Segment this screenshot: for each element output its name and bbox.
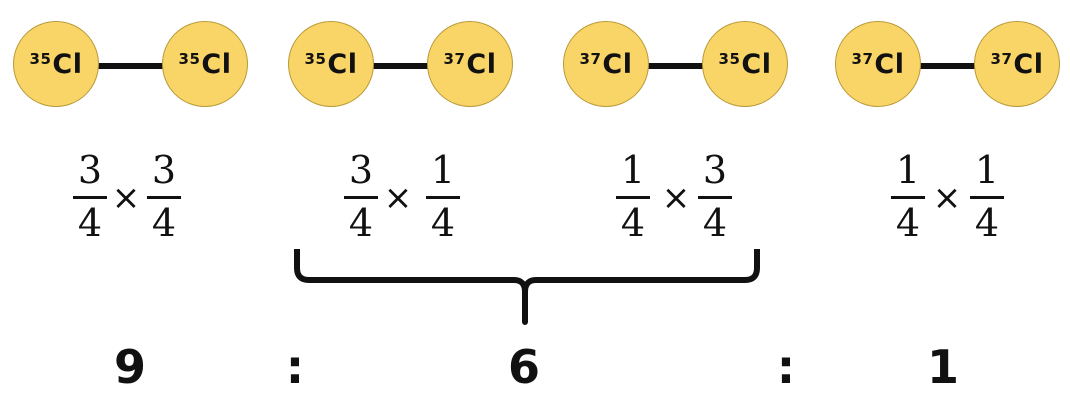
times-sign: × (383, 178, 413, 218)
ratio-first: 9 (113, 340, 146, 394)
mass-number: 37 (990, 49, 1013, 68)
element-symbol: Cl (1013, 48, 1044, 80)
fraction-bar (147, 196, 181, 199)
numerator: 1 (974, 148, 1000, 192)
atom-left: 37Cl (563, 21, 649, 107)
atom-left: 35Cl (288, 21, 374, 107)
atom-left: 37Cl (835, 21, 921, 107)
mass-number: 37 (579, 49, 602, 68)
atom-left: 35Cl (13, 21, 99, 107)
numerator: 3 (348, 148, 374, 192)
fraction-bar (891, 196, 925, 199)
mass-number: 35 (178, 49, 201, 68)
element-symbol: Cl (52, 48, 83, 80)
bond (365, 63, 455, 69)
mass-number: 37 (443, 49, 466, 68)
ratio-separator: : (776, 340, 796, 394)
denominator: 4 (895, 200, 921, 245)
denominator: 4 (77, 200, 103, 245)
fraction-bar (426, 196, 460, 199)
numerator: 1 (895, 148, 921, 192)
atom-right: 37Cl (974, 21, 1060, 107)
ratio-separator: : (285, 340, 305, 394)
numerator: 1 (620, 148, 646, 192)
fraction-bar (344, 196, 378, 199)
element-symbol: Cl (602, 48, 633, 80)
element-symbol: Cl (466, 48, 497, 80)
atom-right: 37Cl (427, 21, 513, 107)
denominator: 4 (430, 200, 456, 245)
mass-number: 35 (718, 49, 741, 68)
times-sign: × (661, 178, 691, 218)
element-symbol: Cl (327, 48, 358, 80)
bond (90, 63, 180, 69)
denominator: 4 (151, 200, 177, 245)
mass-number: 35 (29, 49, 52, 68)
fraction-bar (73, 196, 107, 199)
bond (912, 63, 1002, 69)
mass-number: 37 (851, 49, 874, 68)
element-symbol: Cl (741, 48, 772, 80)
denominator: 4 (620, 200, 646, 245)
times-sign: × (932, 178, 962, 218)
mass-number: 35 (304, 49, 327, 68)
fraction-bar (698, 196, 732, 199)
numerator: 3 (702, 148, 728, 192)
denominator: 4 (974, 200, 1000, 245)
ratio-middle: 6 (507, 340, 540, 394)
atom-right: 35Cl (702, 21, 788, 107)
fraction-bar (616, 196, 650, 199)
bond (640, 63, 730, 69)
numerator: 3 (77, 148, 103, 192)
element-symbol: Cl (201, 48, 232, 80)
atom-right: 35Cl (162, 21, 248, 107)
ratio-last: 1 (926, 340, 959, 394)
element-symbol: Cl (874, 48, 905, 80)
numerator: 1 (430, 148, 456, 192)
numerator: 3 (151, 148, 177, 192)
denominator: 4 (348, 200, 374, 245)
times-sign: × (111, 178, 141, 218)
fraction-bar (970, 196, 1004, 199)
denominator: 4 (702, 200, 728, 245)
